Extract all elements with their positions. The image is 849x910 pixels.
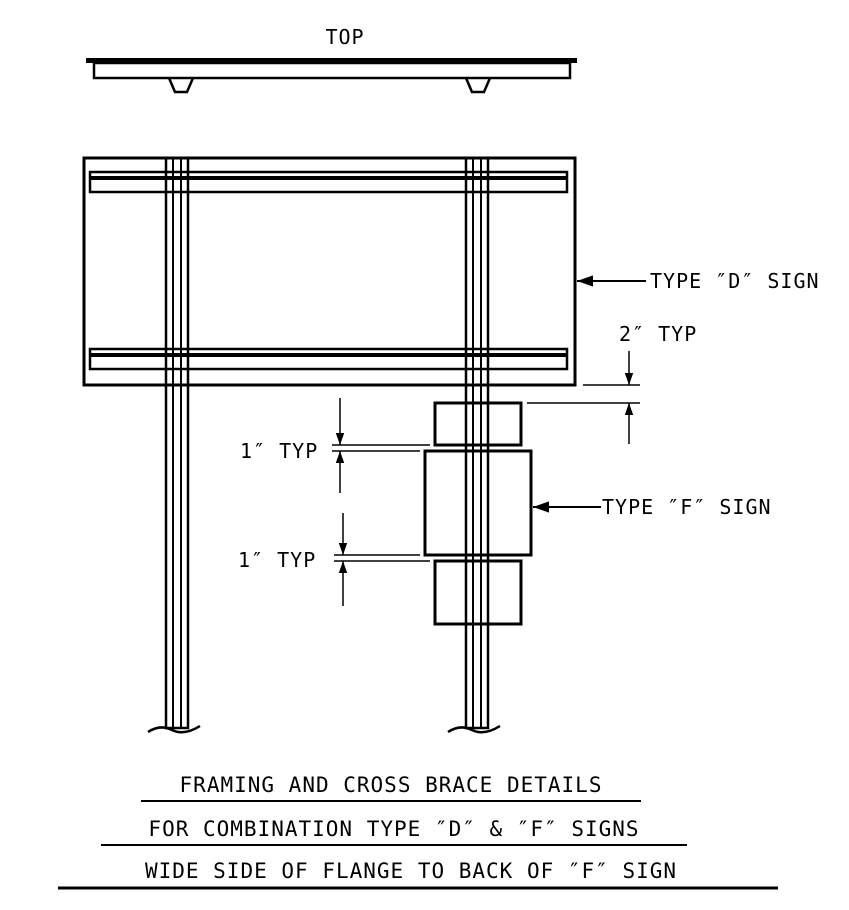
dim-1in-upper-label: 1″ TYP	[240, 439, 318, 463]
top-view	[86, 58, 577, 94]
dim-1in-upper-marker	[332, 398, 430, 493]
title-line-3: WIDE SIDE OF FLANGE TO BACK OF ″F″ SIGN	[145, 859, 677, 883]
type-f-sign-panels	[423, 401, 533, 626]
dim-1in-lower-label: 1″ TYP	[238, 548, 316, 572]
type-d-sign-label: TYPE ″D″ SIGN	[650, 269, 820, 293]
type-f-sign-label: TYPE ″F″ SIGN	[602, 495, 772, 519]
type-d-sign-panel	[82, 156, 577, 387]
title-line-2: FOR COMBINATION TYPE ″D″ & ″F″ SIGNS	[148, 817, 639, 841]
dim-2in-label: 2″ TYP	[619, 322, 697, 346]
dim-2in-marker	[527, 351, 640, 444]
title-line-1: FRAMING AND CROSS BRACE DETAILS	[180, 773, 603, 797]
dim-1in-lower-marker	[334, 513, 430, 606]
top-view-label: TOP	[325, 25, 364, 49]
